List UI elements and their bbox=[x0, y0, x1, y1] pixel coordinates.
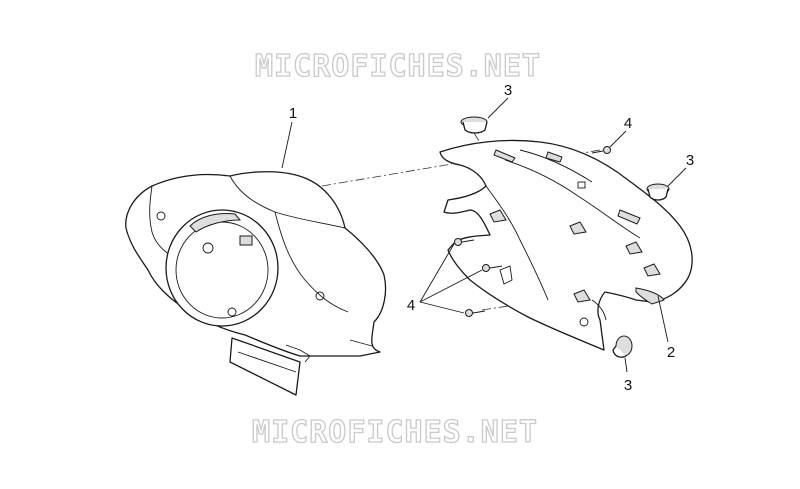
front-handlebar-cover bbox=[125, 171, 387, 396]
screw-left-3 bbox=[465, 309, 486, 317]
callout-3-top: 3 bbox=[504, 82, 512, 99]
screw-left-1 bbox=[454, 238, 475, 246]
callout-4-left: 4 bbox=[407, 297, 415, 314]
rubber-plug-bottom bbox=[612, 335, 633, 358]
rubber-plug-right bbox=[646, 183, 670, 201]
watermark-top: MICROFICHES.NET bbox=[255, 49, 541, 84]
callout-3-bottom: 3 bbox=[624, 377, 632, 394]
rear-handlebar-cover bbox=[439, 139, 693, 351]
rubber-plug-top bbox=[460, 116, 488, 134]
callout-3-right: 3 bbox=[686, 152, 694, 169]
leader-lines bbox=[281, 97, 687, 373]
callout-4-top: 4 bbox=[624, 115, 632, 132]
callout-2: 2 bbox=[667, 344, 675, 361]
screw-top bbox=[591, 146, 611, 154]
callout-1: 1 bbox=[289, 105, 297, 122]
screw-left-2 bbox=[482, 264, 503, 272]
watermark-bottom: MICROFICHES.NET bbox=[252, 415, 538, 450]
